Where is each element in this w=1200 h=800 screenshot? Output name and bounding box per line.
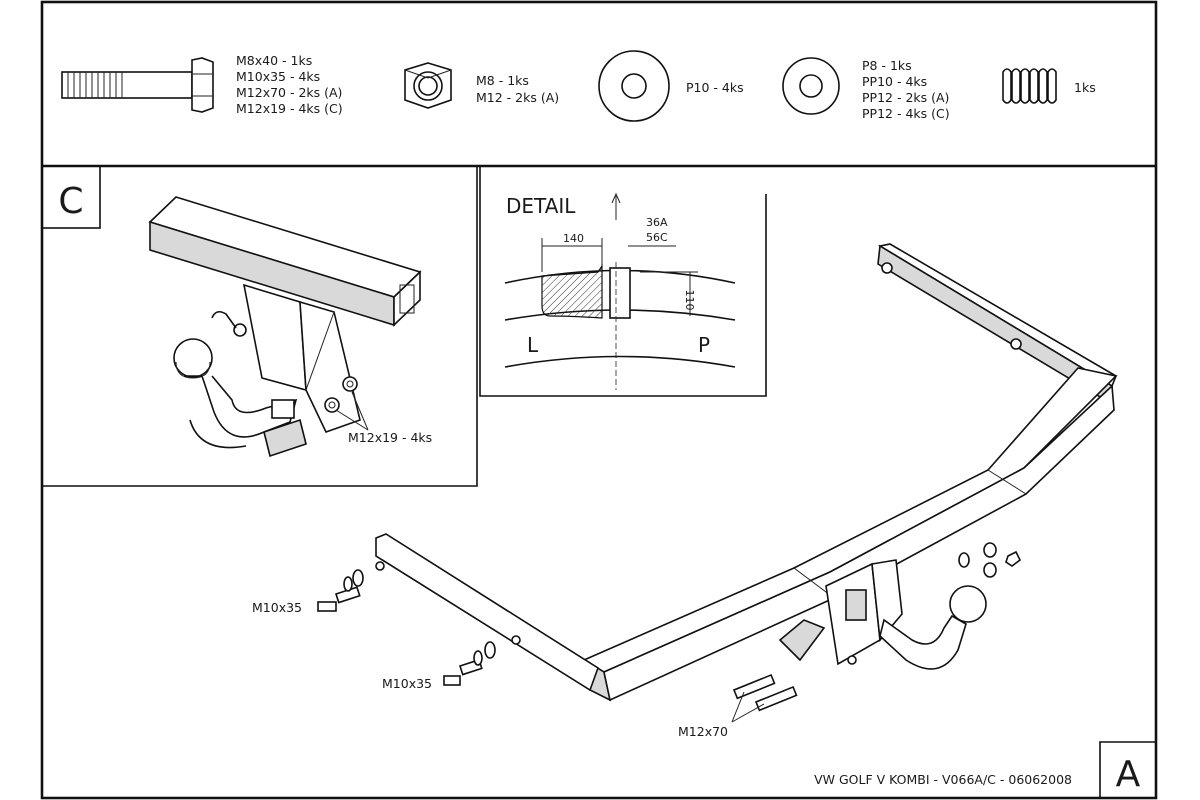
detail-title: DETAIL	[506, 194, 576, 218]
nut-spec-line-2: M12 - 2ks (A)	[476, 90, 559, 105]
flat-washer-spec-line-1: P8 - 1ks	[862, 58, 912, 73]
main-right-side-arm	[877, 243, 1117, 406]
detail-cutout-hatched	[541, 264, 603, 319]
detail-code-a: 36A	[646, 216, 668, 229]
view-a-letter: A	[1116, 754, 1141, 795]
drawing-title-text: VW GOLF V KOMBI - V066A/C - 06062008	[814, 772, 1072, 787]
view-c-frame	[42, 166, 478, 487]
view-c-leader-line-2	[335, 409, 369, 431]
detail-width-value: 140	[563, 232, 584, 245]
main-bolt-label-lower: M10x35	[382, 676, 432, 691]
sheet-border	[40, 0, 1158, 800]
view-c-letter: C	[58, 181, 83, 222]
main-leader-line-1	[731, 691, 745, 723]
hardware-large-washer	[598, 50, 670, 122]
large-washer-spec: P10 - 4ks	[686, 80, 744, 95]
nut-spec-line-1: M8 - 1ks	[476, 73, 529, 88]
main-leader-line-2	[731, 703, 765, 723]
flat-washer-spec-line-4: PP12 - 4ks (C)	[862, 106, 950, 121]
hardware-flat-washer	[782, 57, 840, 115]
view-c-tow-ball	[173, 338, 307, 458]
view-a-letter-box	[1099, 741, 1156, 798]
bolt-spec-line-3: M12x70 - 2ks (A)	[236, 85, 342, 100]
view-c-leader-line-1	[351, 391, 369, 431]
main-hardware-left-upper	[317, 569, 364, 612]
detail-cutout-slot	[609, 267, 631, 319]
spring-clip-spec: 1ks	[1074, 80, 1096, 95]
detail-frame	[479, 166, 767, 397]
detail-code-c: 56C	[646, 231, 668, 244]
hardware-spring-clip	[1002, 68, 1057, 104]
detail-ground-line	[504, 355, 736, 368]
view-c-mounting-bracket	[211, 283, 361, 433]
hardware-nut	[404, 62, 452, 109]
flat-washer-spec-line-3: PP12 - 2ks (A)	[862, 90, 949, 105]
view-c-crossbar-tube	[148, 196, 422, 327]
main-hardware-left-lower	[443, 641, 496, 686]
main-bolt-label-right: M12x70	[678, 724, 728, 739]
bolt-spec-line-2: M10x35 - 4ks	[236, 69, 320, 84]
bolt-spec-line-4: M12x19 - 4ks (C)	[236, 101, 343, 116]
view-c-letter-box	[41, 165, 101, 229]
view-c-bolt-label: M12x19 - 4ks	[348, 430, 432, 445]
main-left-side-arm	[375, 533, 599, 692]
bolt-spec-line-1: M8x40 - 1ks	[236, 53, 312, 68]
detail-left-label: L	[527, 333, 539, 357]
main-tow-bracket-and-ball	[778, 559, 987, 670]
main-bolt-label-upper: M10x35	[252, 600, 302, 615]
hardware-bolt	[61, 57, 214, 113]
detail-right-label: P	[698, 333, 710, 357]
detail-height-value: 110	[683, 290, 696, 311]
flat-washer-spec-line-2: PP10 - 4ks	[862, 74, 927, 89]
